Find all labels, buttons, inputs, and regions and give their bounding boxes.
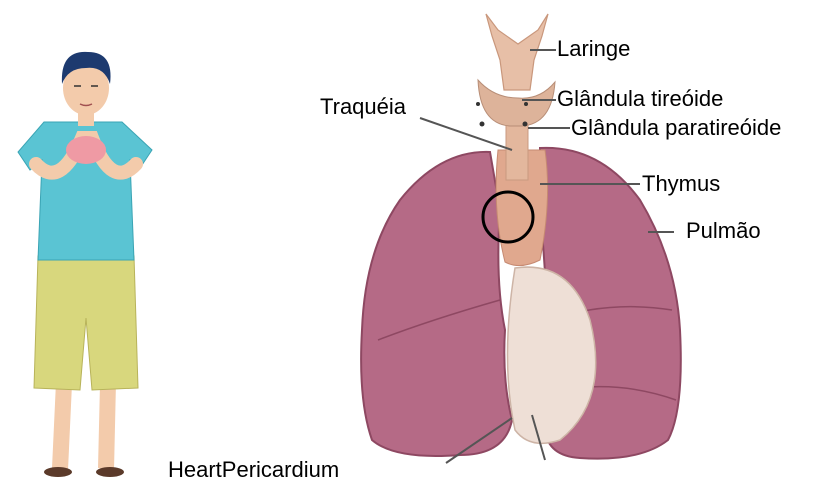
person-left-shoe (44, 467, 72, 477)
larynx (486, 14, 548, 90)
person-right-shoe (96, 467, 124, 477)
person-figure (18, 52, 152, 477)
label-pulmao: Pulmão (686, 220, 761, 242)
left-lung (361, 152, 512, 456)
label-traqueia: Traquéia (320, 96, 406, 118)
label-laringe: Laringe (557, 38, 630, 60)
label-glandula-paratireoide: Glândula paratireóide (571, 117, 781, 139)
label-heart-pericardium: HeartPericardium (168, 459, 339, 481)
parathyroid-dot (524, 102, 528, 106)
anatomy-figure (361, 14, 681, 459)
label-thymus: Thymus (642, 173, 720, 195)
label-glandula-tireoide: Glândula tireóide (557, 88, 723, 110)
person-shorts (34, 256, 138, 390)
parathyroid-dot (476, 102, 480, 106)
person-hands (66, 136, 106, 164)
person-legs (52, 382, 116, 470)
parathyroid-dot (523, 122, 528, 127)
parathyroid-dot (480, 122, 485, 127)
